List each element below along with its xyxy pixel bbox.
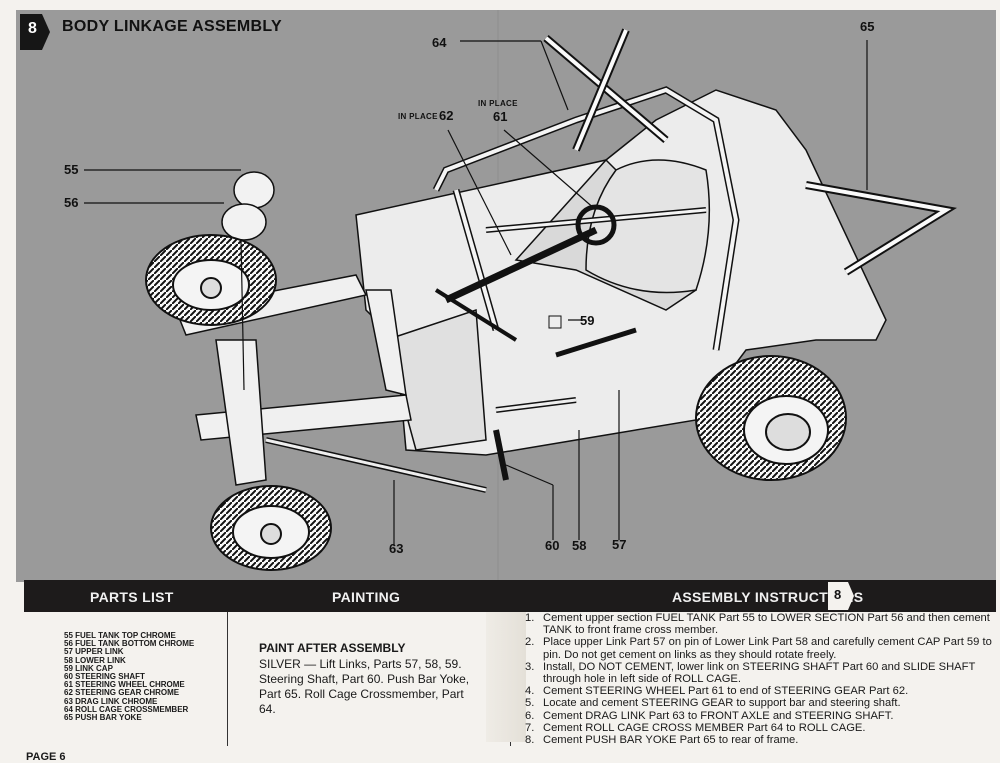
parts-list-item: 63 DRAG LINK CHROME (64, 696, 158, 706)
rear-wheel (695, 355, 847, 481)
page-number: PAGE 6 (26, 751, 66, 763)
roll-cage-crossmember (543, 28, 669, 152)
assembly-step-badge (828, 582, 854, 610)
instruction-text: Locate and cement STEERING GEAR to suppo… (543, 697, 901, 710)
roll-cage (432, 86, 740, 351)
instruction-item: 8. Cement PUSH BAR YOKE Part 65 to rear o… (525, 734, 997, 746)
assembly-instructions-heading: ASSEMBLY INSTRUCTIONS (672, 589, 864, 605)
callout-55: 55 (64, 162, 79, 177)
in-place-label-61: IN PLACE (478, 99, 518, 108)
steering-wheel-drawing (575, 204, 617, 246)
callout-56: 56 (64, 195, 79, 210)
callout-63: 63 (389, 541, 404, 556)
callout-65: 65 (860, 19, 875, 34)
callout-58: 58 (572, 538, 587, 553)
in-place-label-62: IN PLACE (398, 112, 438, 121)
instruction-number: 4. (525, 685, 535, 698)
page-title: BODY LINKAGE ASSEMBLY (62, 18, 282, 35)
callout-57: 57 (612, 537, 627, 552)
car-body (355, 89, 887, 456)
instruction-number: 7. (525, 721, 535, 734)
instruction-item: 1. Cement upper section FUEL TANK Part 55… (525, 612, 997, 636)
instruction-item: 3. Install, DO NOT CEMENT, lower link on … (525, 661, 997, 685)
instruction-text: Cement ROLL CAGE CROSS MEMBER Part 64 to… (543, 721, 866, 734)
callout-59: 59 (580, 313, 595, 328)
parts-list-item: 55 FUEL TANK TOP CHROME (64, 631, 176, 640)
instruction-text: Cement DRAG LINK Part 63 to FRONT AXLE a… (543, 709, 894, 722)
parts-list-item: 59 LINK CAP (64, 663, 113, 673)
push-bar-yoke (805, 181, 957, 276)
parts-list-item: 64 ROLL CAGE CROSSMEMBER (64, 704, 189, 714)
instruction-text: Place upper Link Part 57 on pin of Lower… (543, 636, 992, 661)
instruction-number: 8. (525, 734, 535, 747)
callout-64: 64 (432, 35, 447, 50)
instruction-number: 5. (525, 697, 535, 710)
parts-list-item: 57 UPPER LINK (64, 647, 124, 657)
callout-60: 60 (545, 538, 560, 553)
column-divider-left (227, 612, 228, 746)
instruction-number: 6. (525, 709, 535, 722)
assembly-drawing (84, 10, 957, 582)
parts-list-item: 56 FUEL TANK BOTTOM CHROME (64, 639, 195, 649)
parts-list-item: 65 PUSH BAR YOKE (64, 713, 142, 723)
callout-leaders (84, 40, 868, 545)
assembly-instructions-list: 1. Cement upper section FUEL TANK Part 55… (525, 612, 997, 746)
instruction-item: 5. Locate and cement STEERING GEAR to sup… (525, 697, 997, 709)
front-right-wheel (210, 485, 332, 571)
parts-list-item: 62 STEERING GEAR CHROME (64, 688, 180, 698)
callout-61: 61 (493, 109, 508, 124)
instruction-text: Install, DO NOT CEMENT, lower link on ST… (543, 660, 976, 686)
instruction-item: 7. Cement ROLL CAGE CROSS MEMBER Part 64 … (525, 722, 997, 734)
painting-subheading: PAINT AFTER ASSEMBLY (259, 641, 406, 655)
instruction-number: 3. (525, 660, 535, 673)
step-number-badge (20, 14, 50, 50)
link-cap-drawing (548, 315, 562, 329)
callout-62: 62 (439, 108, 454, 123)
parts-list-item: 60 STEERING SHAFT (64, 672, 145, 682)
parts-list-item: 58 LOWER LINK (64, 655, 126, 665)
parts-list-heading: PARTS LIST (90, 589, 174, 605)
instruction-item: 2. Place upper Link Part 57 on pin of Low… (525, 636, 997, 660)
step-number: 8 (28, 20, 37, 37)
painting-heading: PAINTING (332, 589, 401, 605)
assembly-illustration (16, 10, 996, 582)
instruction-text: Cement upper section FUEL TANK Part 55 t… (543, 612, 990, 637)
painting-text: SILVER — Lift Links, Parts 57, 58, 59. S… (259, 657, 470, 716)
instruction-number: 2. (525, 636, 535, 649)
page-gutter (486, 612, 526, 742)
assembly-step-number: 8 (834, 587, 842, 602)
fuel-tank-drawing (221, 171, 275, 241)
instruction-text: Cement STEERING WHEEL Part 61 to end of … (543, 685, 909, 698)
instruction-text: Cement PUSH BAR YOKE Part 65 to rear of … (543, 734, 799, 747)
instruction-number: 1. (525, 612, 535, 624)
instruction-item: 4. Cement STEERING WHEEL Part 61 to end o… (525, 685, 997, 697)
parts-list-item: 61 STEERING WHEEL CHROME (64, 680, 185, 690)
steering-linkage (265, 226, 637, 493)
parts-list: 55 FUEL TANK TOP CHROME 56 FUEL TANK BOT… (64, 631, 195, 723)
instruction-item: 6. Cement DRAG LINK Part 63 to FRONT AXLE… (525, 710, 997, 722)
front-left-wheel (145, 234, 277, 326)
